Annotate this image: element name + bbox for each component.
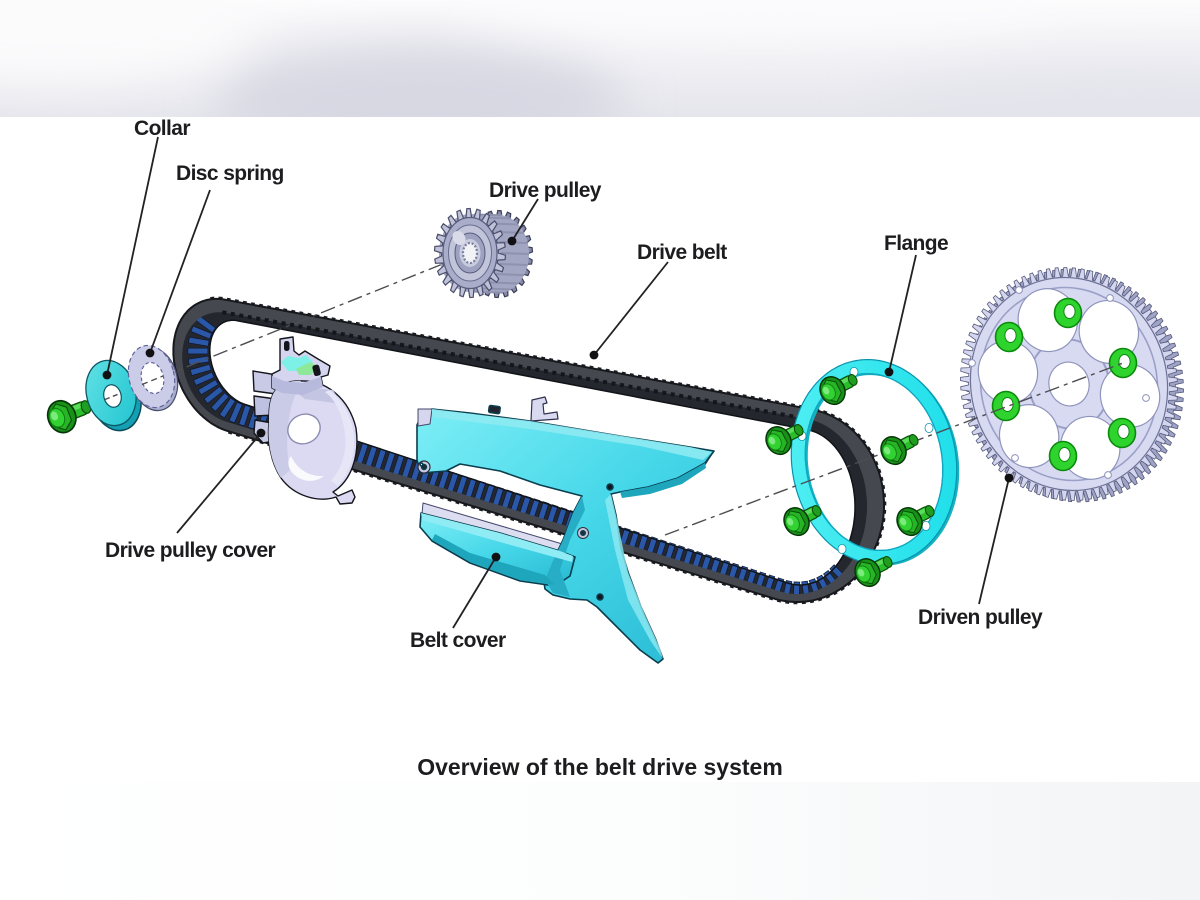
svg-text:Flange: Flange <box>884 232 948 255</box>
svg-text:Drive belt: Drive belt <box>637 241 727 264</box>
svg-text:Disc spring: Disc spring <box>176 162 284 185</box>
svg-text:Collar: Collar <box>134 117 190 140</box>
svg-text:Belt cover: Belt cover <box>410 629 506 652</box>
svg-text:Overview of the belt drive sys: Overview of the belt drive system <box>417 754 783 780</box>
svg-text:Driven pulley: Driven pulley <box>918 606 1043 629</box>
svg-text:Drive pulley: Drive pulley <box>489 179 602 202</box>
svg-text:Drive pulley cover: Drive pulley cover <box>105 539 276 562</box>
